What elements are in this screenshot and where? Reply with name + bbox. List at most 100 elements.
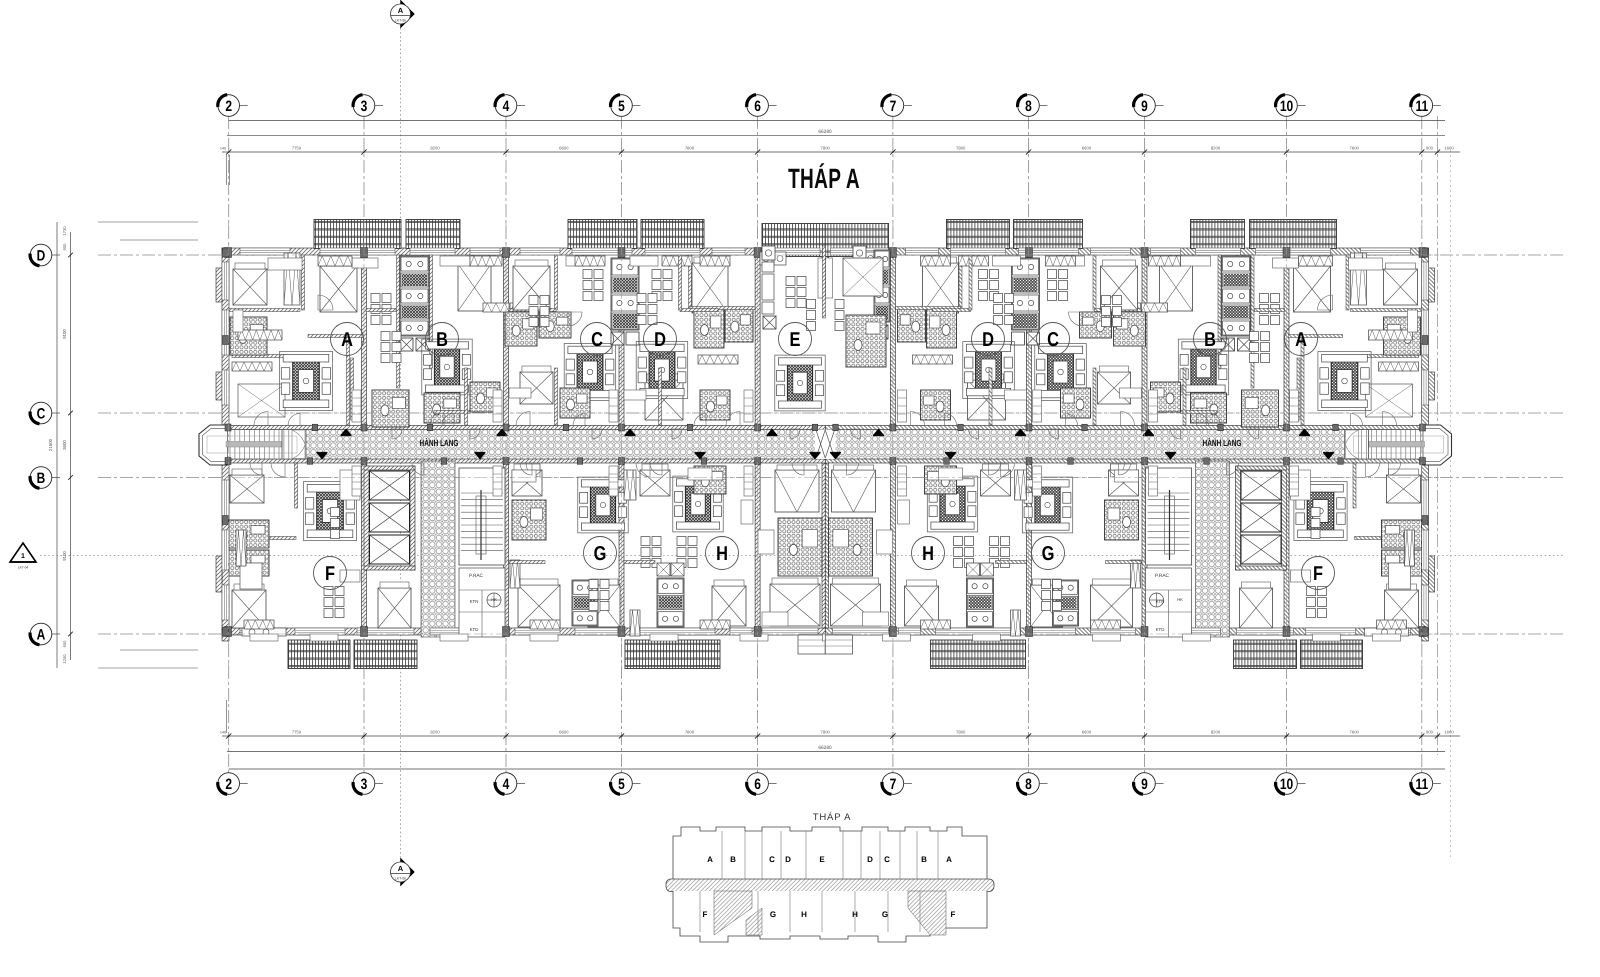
svg-text:10: 10 (1280, 776, 1293, 793)
svg-text:21600: 21600 (48, 438, 53, 451)
svg-text:F: F (951, 910, 956, 919)
svg-text:A: A (1295, 329, 1307, 351)
svg-text:H: H (801, 910, 807, 919)
svg-text:G: G (594, 543, 607, 565)
svg-text:7800: 7800 (821, 146, 831, 151)
svg-text:HÀNH LANG: HÀNH LANG (1203, 438, 1242, 448)
svg-text:B: B (921, 855, 927, 864)
svg-text:1: 1 (21, 553, 25, 560)
svg-text:H: H (716, 543, 728, 565)
svg-text:6600: 6600 (1082, 730, 1092, 735)
svg-text:7800: 7800 (685, 730, 695, 735)
svg-text:E: E (819, 855, 825, 864)
svg-text:H: H (922, 543, 934, 565)
svg-text:C: C (884, 855, 890, 864)
svg-text:D: D (37, 247, 46, 264)
svg-text:9: 9 (1141, 776, 1148, 793)
svg-text:C: C (591, 329, 603, 351)
svg-text:9100: 9100 (62, 329, 67, 339)
svg-text:A: A (37, 626, 46, 643)
svg-text:7: 7 (890, 98, 897, 115)
svg-text:7600: 7600 (1350, 730, 1360, 735)
svg-text:G: G (1042, 543, 1055, 565)
svg-text:7800: 7800 (956, 730, 966, 735)
svg-text:6: 6 (754, 98, 761, 115)
svg-text:8200: 8200 (430, 730, 440, 735)
svg-text:B: B (37, 470, 46, 487)
svg-text:C: C (769, 855, 775, 864)
svg-text:LKT-04: LKT-04 (18, 566, 29, 570)
svg-text:9: 9 (1141, 98, 1148, 115)
svg-text:F: F (703, 910, 708, 919)
svg-text:600: 600 (62, 640, 67, 647)
svg-text:7750: 7750 (292, 146, 302, 151)
svg-text:66280: 66280 (818, 745, 832, 751)
svg-text:P.RAC: P.RAC (469, 573, 484, 579)
svg-text:1600: 1600 (1444, 146, 1454, 151)
svg-text:KTN: KTN (1156, 599, 1165, 604)
svg-text:8: 8 (1025, 98, 1032, 115)
svg-text:LKT-06: LKT-06 (395, 19, 406, 23)
svg-text:P.RAC: P.RAC (1155, 573, 1170, 579)
svg-text:G: G (770, 910, 776, 919)
svg-text:F: F (325, 563, 335, 585)
svg-text:C: C (1047, 329, 1059, 351)
svg-text:900: 900 (1426, 730, 1434, 735)
svg-text:7: 7 (890, 776, 897, 793)
svg-text:LKT-06: LKT-06 (395, 877, 406, 881)
svg-text:5: 5 (618, 776, 625, 793)
svg-text:900: 900 (62, 243, 67, 250)
svg-text:1200: 1200 (62, 654, 67, 664)
svg-text:C: C (37, 405, 46, 422)
svg-text:B: B (436, 329, 448, 351)
svg-text:KTN: KTN (470, 599, 479, 604)
svg-text:THÁP A: THÁP A (788, 163, 860, 194)
svg-text:8: 8 (1025, 776, 1032, 793)
svg-text:9100: 9100 (62, 551, 67, 561)
svg-text:140: 140 (220, 147, 226, 151)
svg-text:A: A (341, 329, 353, 351)
svg-text:4: 4 (503, 776, 510, 793)
svg-text:E: E (790, 329, 801, 351)
svg-text:D: D (867, 855, 873, 864)
svg-text:H: H (852, 910, 858, 919)
svg-text:A: A (946, 855, 952, 864)
svg-text:6600: 6600 (1082, 146, 1092, 151)
svg-text:10: 10 (1280, 98, 1293, 115)
svg-text:3600: 3600 (62, 440, 67, 450)
svg-text:HÀNH LANG: HÀNH LANG (420, 438, 459, 448)
svg-text:7750: 7750 (292, 730, 302, 735)
svg-text:3: 3 (361, 98, 368, 115)
svg-text:A: A (398, 864, 404, 873)
svg-text:11: 11 (1415, 776, 1428, 793)
svg-text:7600: 7600 (1350, 146, 1360, 151)
svg-text:D: D (654, 329, 666, 351)
svg-text:7800: 7800 (956, 146, 966, 151)
svg-text:7800: 7800 (821, 730, 831, 735)
svg-text:A: A (707, 855, 713, 864)
svg-text:G: G (882, 910, 888, 919)
svg-text:KTD: KTD (1156, 627, 1165, 632)
svg-text:A: A (398, 6, 404, 15)
svg-text:8200: 8200 (430, 146, 440, 151)
svg-text:THÁP A: THÁP A (813, 811, 851, 823)
svg-text:D: D (785, 855, 791, 864)
svg-text:6600: 6600 (559, 730, 569, 735)
svg-text:2: 2 (225, 776, 232, 793)
svg-text:6600: 6600 (559, 146, 569, 151)
svg-text:HK: HK (491, 597, 497, 602)
svg-text:F: F (1313, 563, 1323, 585)
svg-text:11: 11 (1415, 98, 1428, 115)
svg-text:6: 6 (754, 776, 761, 793)
svg-text:8200: 8200 (1211, 146, 1221, 151)
svg-text:2: 2 (225, 98, 232, 115)
svg-text:140: 140 (220, 731, 226, 735)
svg-text:900: 900 (1426, 146, 1434, 151)
svg-text:3: 3 (361, 776, 368, 793)
svg-text:D: D (982, 329, 994, 351)
svg-text:4: 4 (503, 98, 510, 115)
svg-text:KTD: KTD (470, 627, 479, 632)
svg-text:7800: 7800 (685, 146, 695, 151)
svg-text:1600: 1600 (1444, 730, 1454, 735)
svg-text:HK: HK (1177, 597, 1183, 602)
